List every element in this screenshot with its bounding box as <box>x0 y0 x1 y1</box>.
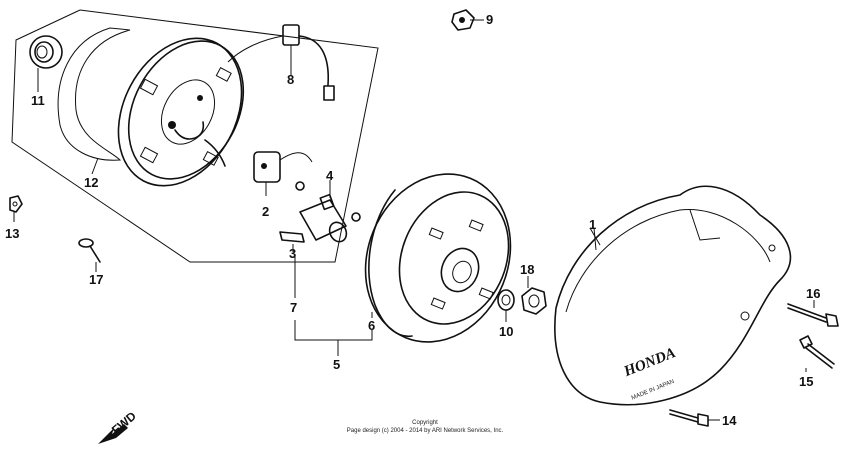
cover-brand-text: HONDA <box>621 345 678 381</box>
label-1: 1 <box>589 217 596 232</box>
flywheel-nut <box>521 287 547 315</box>
label-18: 18 <box>520 262 534 277</box>
flywheel-rotor <box>364 173 512 343</box>
copyright-notice: Page design (c) 2004 - 2014 by ARI Netwo… <box>346 428 504 434</box>
fwd-arrow: FWD <box>98 409 139 444</box>
label-5: 5 <box>333 357 340 372</box>
label-17: 17 <box>89 272 103 287</box>
cover-bolt-short <box>669 409 709 427</box>
label-16: 16 <box>806 286 820 301</box>
crankcase-cover <box>554 185 792 406</box>
label-14: 14 <box>722 413 737 428</box>
leader-lines <box>13 19 815 421</box>
label-8: 8 <box>287 72 294 87</box>
label-11: 11 <box>31 93 45 108</box>
woodruff-key <box>279 231 305 252</box>
label-6: 6 <box>368 318 375 333</box>
oil-seal <box>29 35 63 69</box>
fwd-label: FWD <box>109 409 139 438</box>
label-13: 13 <box>5 226 19 241</box>
pulser-coil <box>253 151 313 196</box>
rubber-cap <box>451 9 475 31</box>
label-12: 12 <box>84 175 98 190</box>
gasket <box>57 27 131 161</box>
label-10: 10 <box>499 324 513 339</box>
group-frame <box>11 9 379 263</box>
wire-connector <box>227 24 335 101</box>
label-3: 3 <box>289 246 296 261</box>
cover-bolt-long <box>787 303 839 327</box>
small-nut <box>9 195 23 213</box>
label-15: 15 <box>799 374 813 389</box>
pan-screw <box>78 238 101 263</box>
copyright-line: Copyright <box>412 420 438 426</box>
label-2: 2 <box>262 204 269 219</box>
cover-bolt <box>799 335 835 369</box>
condenser <box>299 180 361 243</box>
stator-plate <box>117 37 245 187</box>
label-7: 7 <box>290 300 297 315</box>
label-9: 9 <box>486 12 493 27</box>
washer <box>497 289 515 311</box>
label-4: 4 <box>326 168 334 183</box>
part-labels: 1 2 3 4 5 6 7 8 9 10 11 12 13 14 15 16 1… <box>5 12 820 428</box>
